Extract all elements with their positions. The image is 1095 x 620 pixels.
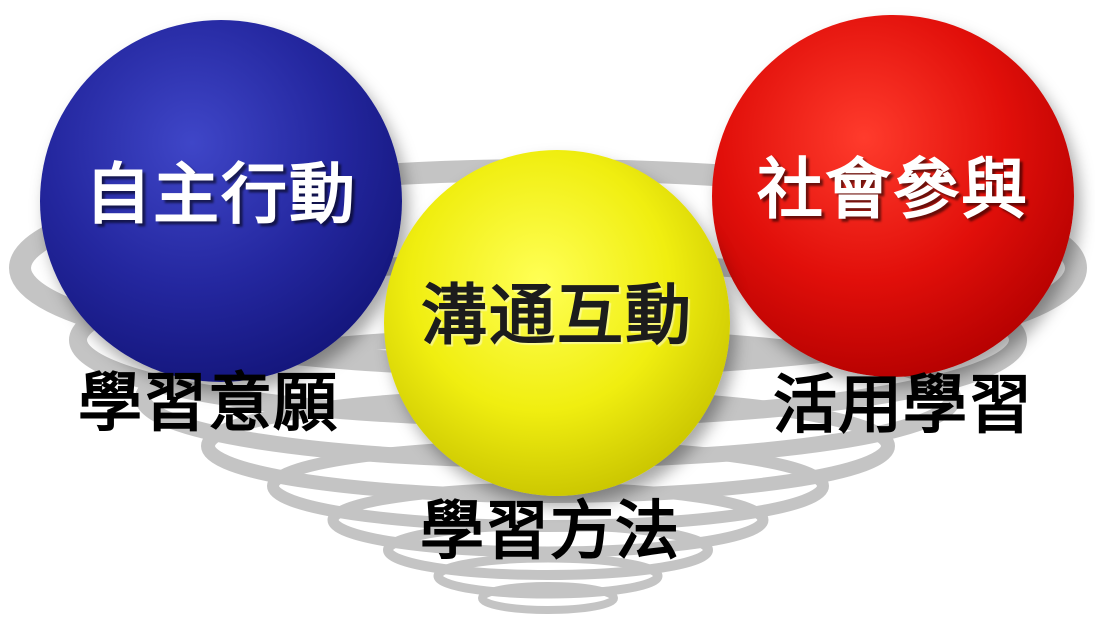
circle-label-communication-interaction: 溝通互動: [421, 277, 693, 354]
circle-autonomous-action: 自主行動: [40, 20, 402, 382]
circle-label-social-participation: 社會參與: [757, 151, 1029, 228]
circle-communication-interaction: 溝通互動: [384, 150, 730, 496]
circle-social-participation: 社會參與: [712, 15, 1074, 377]
circle-label-autonomous-action: 自主行動: [85, 156, 357, 233]
caption-learning-method: 學習方法: [420, 495, 680, 569]
caption-applied-learning: 活用學習: [773, 369, 1033, 443]
caption-learning-willingness: 學習意願: [78, 367, 338, 441]
